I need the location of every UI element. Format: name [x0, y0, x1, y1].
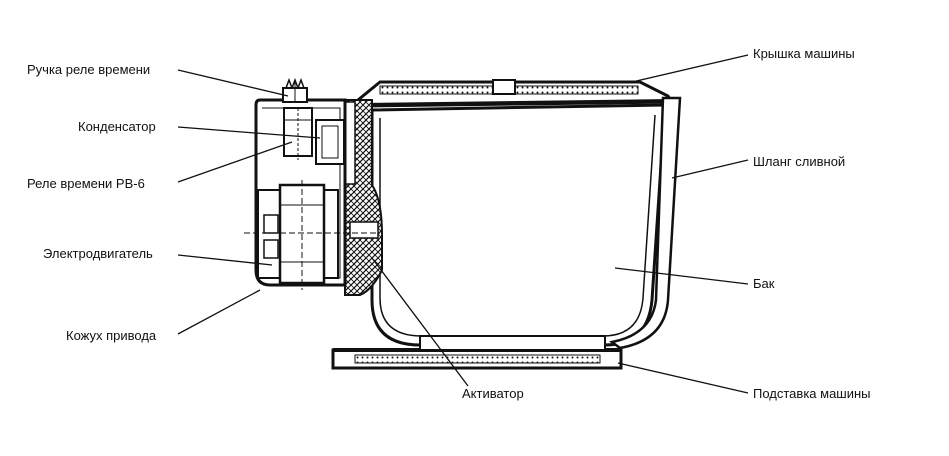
label-drain-hose: Шланг сливной — [753, 154, 846, 169]
label-capacitor: Конденсатор — [78, 119, 156, 134]
leader-lines — [177, 54, 749, 394]
label-timer-relay: Реле времени РВ-6 — [27, 176, 145, 191]
timer-knob-shape — [282, 77, 308, 103]
leader-drive-casing — [177, 289, 261, 335]
label-lid: Крышка машины — [753, 46, 855, 61]
label-drive-casing: Кожух привода — [66, 328, 157, 343]
timer-relay-shape — [283, 107, 313, 160]
capacitor-shape — [315, 119, 345, 165]
label-activator: Активатор — [462, 386, 524, 401]
leader-motor — [177, 254, 273, 266]
activator-housing-shape — [344, 99, 383, 296]
leader-timer-knob — [177, 69, 289, 97]
motor-shape — [244, 180, 380, 290]
label-tank: Бак — [753, 276, 775, 291]
stand-shape — [331, 348, 623, 370]
leader-activator — [371, 257, 469, 387]
leader-drain-hose — [671, 159, 749, 179]
leader-timer-relay — [177, 141, 293, 183]
leader-capacitor — [177, 126, 321, 139]
label-motor: Электродвигатель — [43, 246, 153, 261]
label-timer-knob: Ручка реле времени — [27, 62, 151, 77]
tank-shape — [370, 103, 667, 351]
label-stand: Подставка машины — [753, 386, 871, 401]
drain-hose-shape — [609, 96, 682, 350]
leader-tank — [614, 267, 749, 285]
leader-lid — [631, 54, 749, 83]
leader-stand — [617, 362, 749, 394]
lid-shape — [356, 79, 675, 108]
